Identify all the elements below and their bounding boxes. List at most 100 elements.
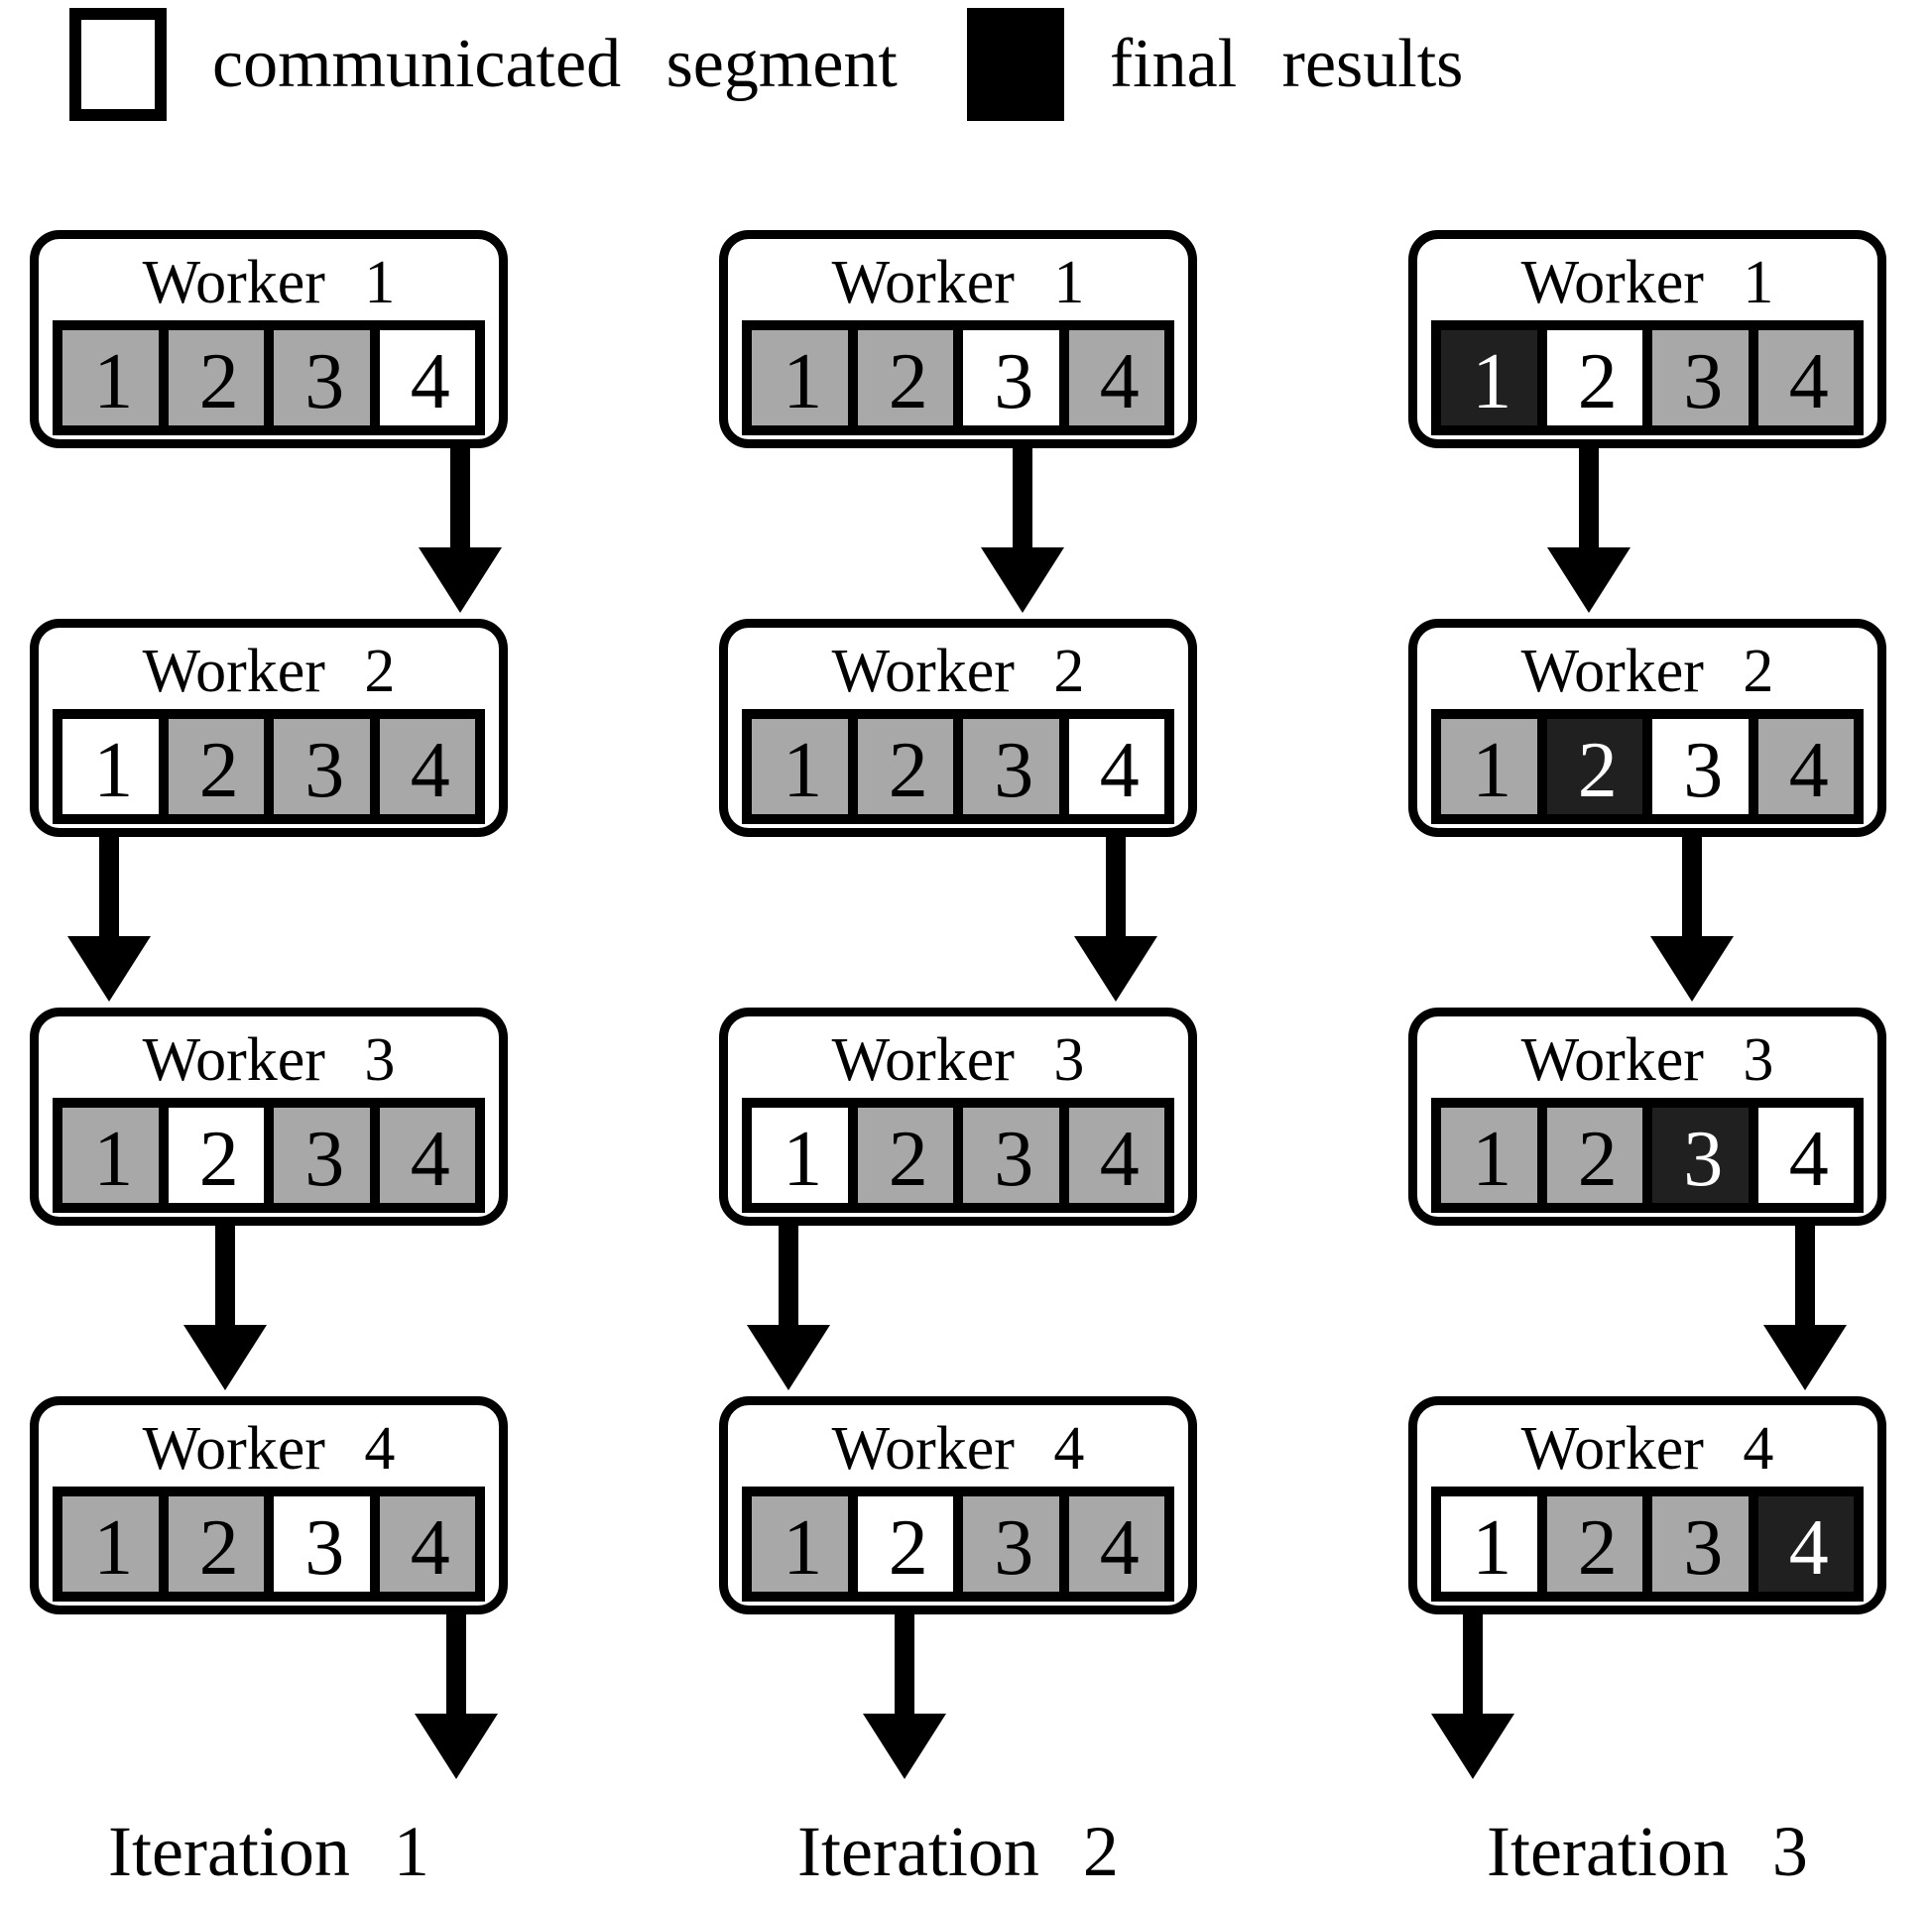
arrow-head-icon: [980, 547, 1064, 613]
worker-title: Worker 1: [831, 249, 1085, 316]
worker-title: Worker 3: [831, 1026, 1085, 1094]
segment-cell-white: 4: [1068, 719, 1164, 814]
segment-cell-gray: 2: [1546, 1496, 1642, 1592]
segment-cell-gray: 1: [752, 719, 848, 814]
worker-title: Worker 2: [1520, 638, 1774, 705]
segment-cell-gray: 4: [1757, 719, 1854, 814]
arrow-stem: [1579, 444, 1599, 547]
legend-label-final-results: final results: [1109, 26, 1464, 102]
worker-title: Worker 1: [1520, 249, 1774, 316]
segment-cell-gray: 4: [379, 719, 475, 814]
down-arrow: [863, 1610, 946, 1779]
arrow-stem: [1463, 1610, 1483, 1714]
legend-label-communicated-segment: communicated segment: [212, 26, 898, 102]
arrow-head-icon: [419, 547, 502, 613]
segment-cell-black: 1: [1441, 330, 1537, 425]
segment-cell-gray: 3: [963, 1108, 1059, 1203]
segment-cell-gray: 4: [379, 1496, 475, 1592]
worker-title: Worker 3: [1520, 1026, 1774, 1094]
iteration-label: Iteration 1: [108, 1812, 429, 1891]
segment-cell-white: 2: [168, 1108, 264, 1203]
segment-cell-white: 1: [1441, 1496, 1537, 1592]
segment-cell-gray: 2: [857, 330, 953, 425]
down-arrow: [67, 833, 151, 1002]
arrow-stem: [779, 1222, 798, 1325]
segment-cell-gray: 1: [62, 1108, 159, 1203]
segment-cell-white: 4: [1757, 1108, 1854, 1203]
segment-cell-gray: 1: [62, 330, 159, 425]
segment-cell-gray: 3: [274, 1108, 370, 1203]
segment-cell-black: 2: [1546, 719, 1642, 814]
arrow-head-icon: [1649, 936, 1734, 1002]
down-arrow: [419, 444, 502, 613]
worker-title: Worker 4: [142, 1415, 396, 1483]
legend-item-final-results: final results: [966, 8, 1464, 121]
down-arrow: [980, 444, 1064, 613]
arrow-head-icon: [747, 1325, 830, 1390]
arrow-stem: [446, 1610, 466, 1714]
arrow-head-icon: [183, 1325, 267, 1390]
worker-title: Worker 4: [1520, 1415, 1774, 1483]
segment-cell-white: 2: [857, 1496, 953, 1592]
arrow-stem: [1795, 1222, 1815, 1325]
iteration-label: Iteration 2: [797, 1812, 1119, 1891]
segment-cell-white: 3: [1652, 719, 1749, 814]
segment-cell-gray: 1: [1441, 1108, 1537, 1203]
arrow-stem: [99, 833, 119, 936]
worker-title: Worker 2: [831, 638, 1085, 705]
segment-cell-gray: 1: [752, 1496, 848, 1592]
arrow-stem: [215, 1222, 235, 1325]
segment-cell-gray: 1: [752, 330, 848, 425]
segment-cell-black: 4: [1757, 1496, 1854, 1592]
segment-cell-white: 1: [752, 1108, 848, 1203]
segment-cell-gray: 4: [1757, 330, 1854, 425]
segment-cell-gray: 1: [1441, 719, 1537, 814]
segment-cell-gray: 3: [274, 330, 370, 425]
black-square-icon: [966, 8, 1064, 121]
segment-cell-gray: 1: [62, 1496, 159, 1592]
arrow-stem: [450, 444, 470, 547]
segment-cell-black: 3: [1652, 1108, 1749, 1203]
arrow-stem: [1106, 833, 1126, 936]
down-arrow: [415, 1610, 498, 1779]
segment-cell-gray: 2: [168, 330, 264, 425]
white-square-icon: [69, 8, 167, 121]
worker-title: Worker 2: [142, 638, 396, 705]
arrow-head-icon: [1763, 1325, 1847, 1390]
arrow-head-icon: [1074, 936, 1157, 1002]
down-arrow: [1547, 444, 1630, 613]
segment-cell-white: 3: [274, 1496, 370, 1592]
segment-cell-gray: 2: [1546, 1108, 1642, 1203]
segment-cell-gray: 3: [274, 719, 370, 814]
arrow-head-icon: [863, 1714, 946, 1779]
down-arrow: [183, 1222, 267, 1390]
down-arrow: [1431, 1610, 1514, 1779]
segment-cell-gray: 2: [168, 719, 264, 814]
segment-cell-gray: 3: [1652, 1496, 1749, 1592]
segment-cell-gray: 3: [1652, 330, 1749, 425]
